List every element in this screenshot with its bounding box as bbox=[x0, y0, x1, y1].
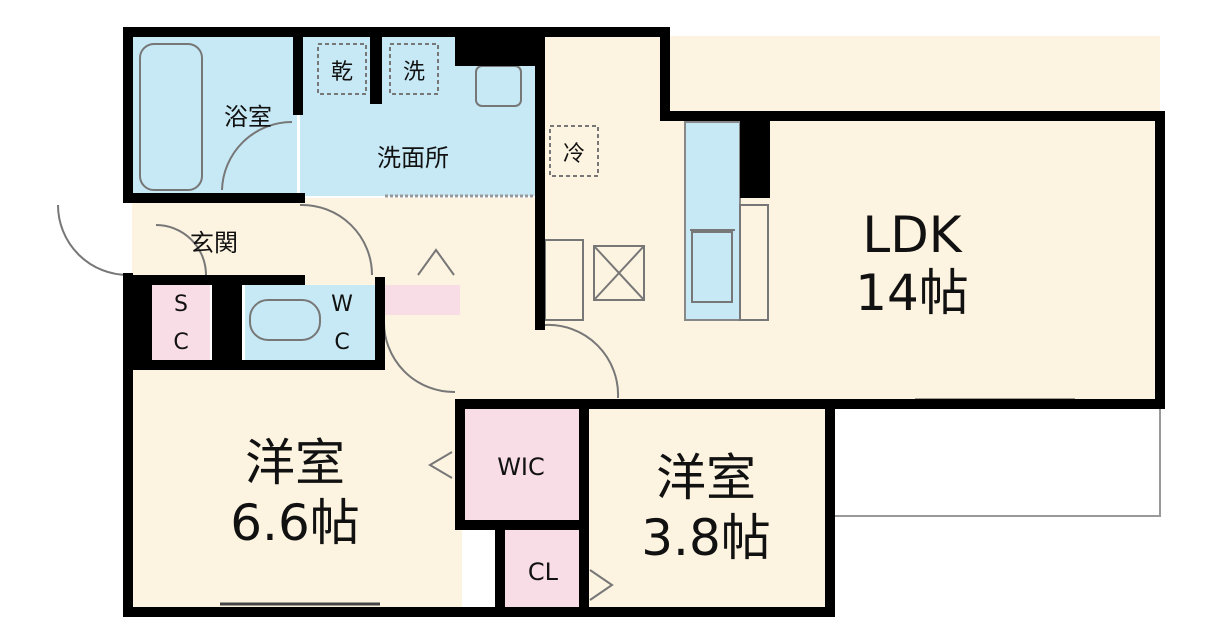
balcony-outline bbox=[829, 403, 1161, 517]
wall-block-1 bbox=[212, 282, 242, 365]
toilet-label-1: W bbox=[331, 292, 353, 317]
wall-block-2 bbox=[128, 282, 152, 365]
toilet-floor bbox=[245, 285, 377, 360]
bath-label: 浴室 bbox=[224, 103, 272, 131]
counter-edge bbox=[739, 204, 769, 321]
washroom-label: 洗面所 bbox=[377, 144, 449, 172]
wall-block-3 bbox=[455, 36, 540, 66]
corridor-door-swing bbox=[299, 203, 373, 276]
fridge-box-icon bbox=[549, 125, 599, 177]
western1-floor bbox=[132, 365, 462, 608]
wall-block-4 bbox=[740, 118, 770, 198]
western1-label: 洋室 bbox=[245, 434, 345, 492]
room-fills bbox=[132, 36, 1160, 608]
ldk-size: 14帖 bbox=[855, 264, 969, 322]
western1-door-swing bbox=[382, 319, 456, 394]
shoe-closet-label-2: C bbox=[173, 330, 188, 355]
kitchen-sink-icon bbox=[691, 231, 733, 303]
toilet-icon bbox=[249, 299, 321, 341]
entrance-label: 玄関 bbox=[190, 229, 238, 257]
arrow-mark-left bbox=[428, 451, 453, 479]
ldk-door-swing bbox=[544, 323, 620, 399]
wic-label: WIC bbox=[497, 453, 545, 481]
ceiling-box-icon bbox=[593, 245, 645, 301]
storage-strip bbox=[380, 285, 460, 315]
dryer-label: 乾 bbox=[331, 60, 353, 85]
closet-label: CL bbox=[528, 558, 559, 586]
entrance-door-swing bbox=[57, 204, 129, 276]
bath-floor bbox=[132, 36, 297, 196]
ceiling-box-x2 bbox=[593, 245, 645, 301]
washer-box-icon bbox=[389, 43, 439, 95]
ldk-label: LDK bbox=[862, 206, 962, 264]
western1-size: 6.6帖 bbox=[230, 494, 360, 552]
arrow-mark-up bbox=[417, 248, 455, 276]
outer-wall-top bbox=[123, 27, 1165, 617]
kitchen-counter bbox=[684, 121, 741, 321]
western2-label: 洋室 bbox=[656, 449, 756, 507]
labels: 浴室 洗面所 乾 洗 冷 玄関 S C W C LDK 14帖 洋室 6.6帖 … bbox=[173, 60, 969, 586]
arrow-mark-right bbox=[589, 569, 614, 601]
western2-size: 3.8帖 bbox=[641, 509, 771, 567]
toilet-label-2: C bbox=[334, 330, 349, 355]
bath-door-swing bbox=[221, 121, 293, 191]
walls bbox=[123, 27, 1165, 617]
fridge-label: 冷 bbox=[563, 142, 585, 167]
shoe-closet-door-swing bbox=[155, 224, 207, 276]
wic-floor bbox=[462, 404, 582, 524]
wall-block-5 bbox=[370, 36, 382, 104]
shoe-closet-floor bbox=[152, 285, 210, 360]
thick-blocks bbox=[128, 36, 770, 365]
entrance-floor bbox=[132, 198, 302, 278]
closet-floor bbox=[502, 530, 584, 608]
ldk-floor bbox=[540, 36, 1160, 404]
western2-floor bbox=[585, 404, 830, 608]
shoe-closet-label-1: S bbox=[174, 292, 188, 317]
dryer-box-icon bbox=[317, 43, 367, 95]
washer-label: 洗 bbox=[403, 60, 425, 85]
bathtub-icon bbox=[139, 43, 203, 191]
